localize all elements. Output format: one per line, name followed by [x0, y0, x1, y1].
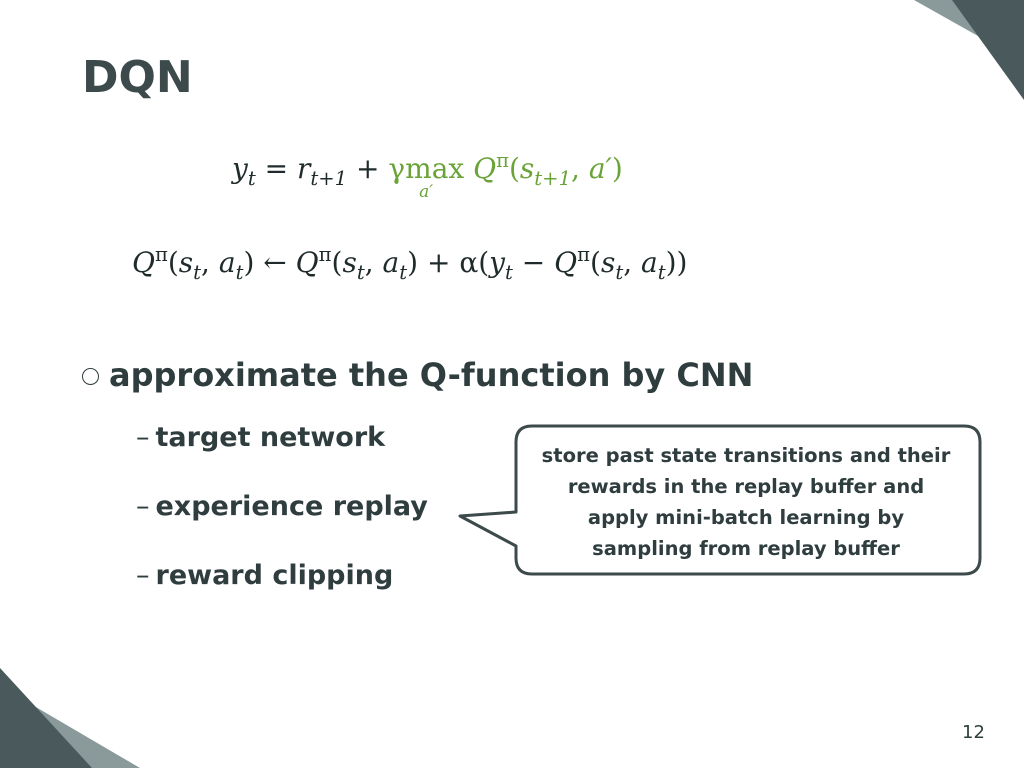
page-number: 12 — [962, 722, 985, 743]
eq1-y: y — [232, 152, 248, 185]
eq1-s-sub: t+1 — [534, 166, 572, 190]
eq1-gamma: γ — [388, 152, 406, 185]
eq2-p2: ) — [407, 246, 419, 279]
eq2-q2-sup: π — [318, 243, 332, 267]
eq2-c3: , — [623, 246, 633, 279]
callout-line-2: rewards in the replay buffer and — [567, 475, 925, 498]
eq2-q3: Q — [554, 246, 578, 279]
eq2-a1: a — [218, 246, 236, 279]
eq1-r: r — [296, 152, 311, 185]
eq1-Q: Q — [473, 152, 497, 185]
eq2-a3: a — [641, 246, 658, 279]
sub-bullet-text: reward clipping — [155, 560, 394, 591]
eq2-s1: s — [178, 246, 194, 279]
update-equation: Qπ(st, at) ← Qπ(st, at) + α(yt − Qπ(st, … — [132, 243, 688, 282]
sub-bullet-target-network: –target network — [136, 422, 385, 453]
eq1-a-prime: a′ — [588, 152, 612, 185]
eq2-minus: − — [521, 246, 546, 279]
eq2-q3-sup: π — [577, 243, 591, 267]
callout-line-1: store past state transitions and their — [541, 444, 951, 467]
eq2-c1: , — [201, 246, 210, 279]
callout-text: store past state transitions and their r… — [518, 440, 974, 564]
eq2-q1-open: ( — [167, 246, 179, 279]
eq2-s2-sub: t — [356, 260, 365, 284]
eq2-q3-open: ( — [590, 246, 601, 279]
eq1-s: s — [519, 152, 535, 185]
callout-line-3: apply mini-batch learning by — [587, 506, 905, 529]
eq1-open: ( — [508, 152, 520, 185]
sub-bullet-experience-replay: –experience replay — [136, 491, 428, 522]
eq2-p1: ) — [243, 246, 255, 279]
dash-bullet-icon: – — [136, 491, 150, 522]
eq2-y-sub: t — [505, 260, 513, 284]
eq2-s3-sub: t — [615, 260, 624, 284]
eq2-s2: s — [342, 246, 357, 279]
eq1-r-sub: t+1 — [310, 166, 348, 190]
corner-decoration-top-right — [914, 0, 1024, 100]
eq1-max-label: max — [405, 152, 465, 185]
eq2-q1: Q — [132, 246, 155, 279]
eq1-y-sub: t — [247, 166, 256, 190]
corner-decoration-bottom-left — [0, 668, 140, 768]
eq2-q1-sup: π — [154, 243, 168, 267]
eq1-max-sub: a′ — [419, 182, 434, 202]
sub-bullet-reward-clipping: –reward clipping — [136, 560, 393, 591]
eq2-y: y — [489, 246, 505, 279]
eq2-a2: a — [382, 246, 400, 279]
eq2-a2-sub: t — [399, 260, 408, 284]
callout-bubble — [458, 424, 982, 576]
circle-bullet-icon — [82, 367, 99, 385]
eq2-q2: Q — [295, 246, 319, 279]
sub-bullet-text: target network — [155, 422, 386, 453]
eq2-plus: + — [426, 246, 451, 279]
eq1-Q-sup: π — [496, 149, 509, 173]
main-bullet-text: approximate the Q-function by CNN — [109, 356, 754, 394]
eq2-q2-open: ( — [331, 246, 343, 279]
eq1-close: ) — [611, 152, 623, 185]
eq2-a3-sub: t — [657, 260, 666, 284]
sub-bullet-text: experience replay — [155, 491, 428, 522]
eq2-arrow: ← — [263, 246, 287, 279]
eq1-equals: = — [264, 152, 289, 185]
dash-bullet-icon: – — [136, 422, 150, 453]
callout-line-4: sampling from replay buffer — [592, 537, 900, 560]
eq2-s1-sub: t — [193, 260, 202, 284]
dash-bullet-icon: – — [136, 560, 150, 591]
eq2-c2: , — [364, 246, 374, 279]
eq2-alpha: α — [459, 246, 479, 279]
eq2-open: ( — [478, 246, 490, 279]
eq1-comma: , — [571, 152, 580, 185]
eq2-a1-sub: t — [235, 260, 244, 284]
eq2-s3: s — [600, 246, 616, 279]
eq1-plus: + — [356, 152, 380, 185]
slide-title: DQN — [82, 52, 193, 103]
eq2-close: )) — [665, 246, 688, 279]
main-bullet: approximate the Q-function by CNN — [82, 356, 753, 394]
